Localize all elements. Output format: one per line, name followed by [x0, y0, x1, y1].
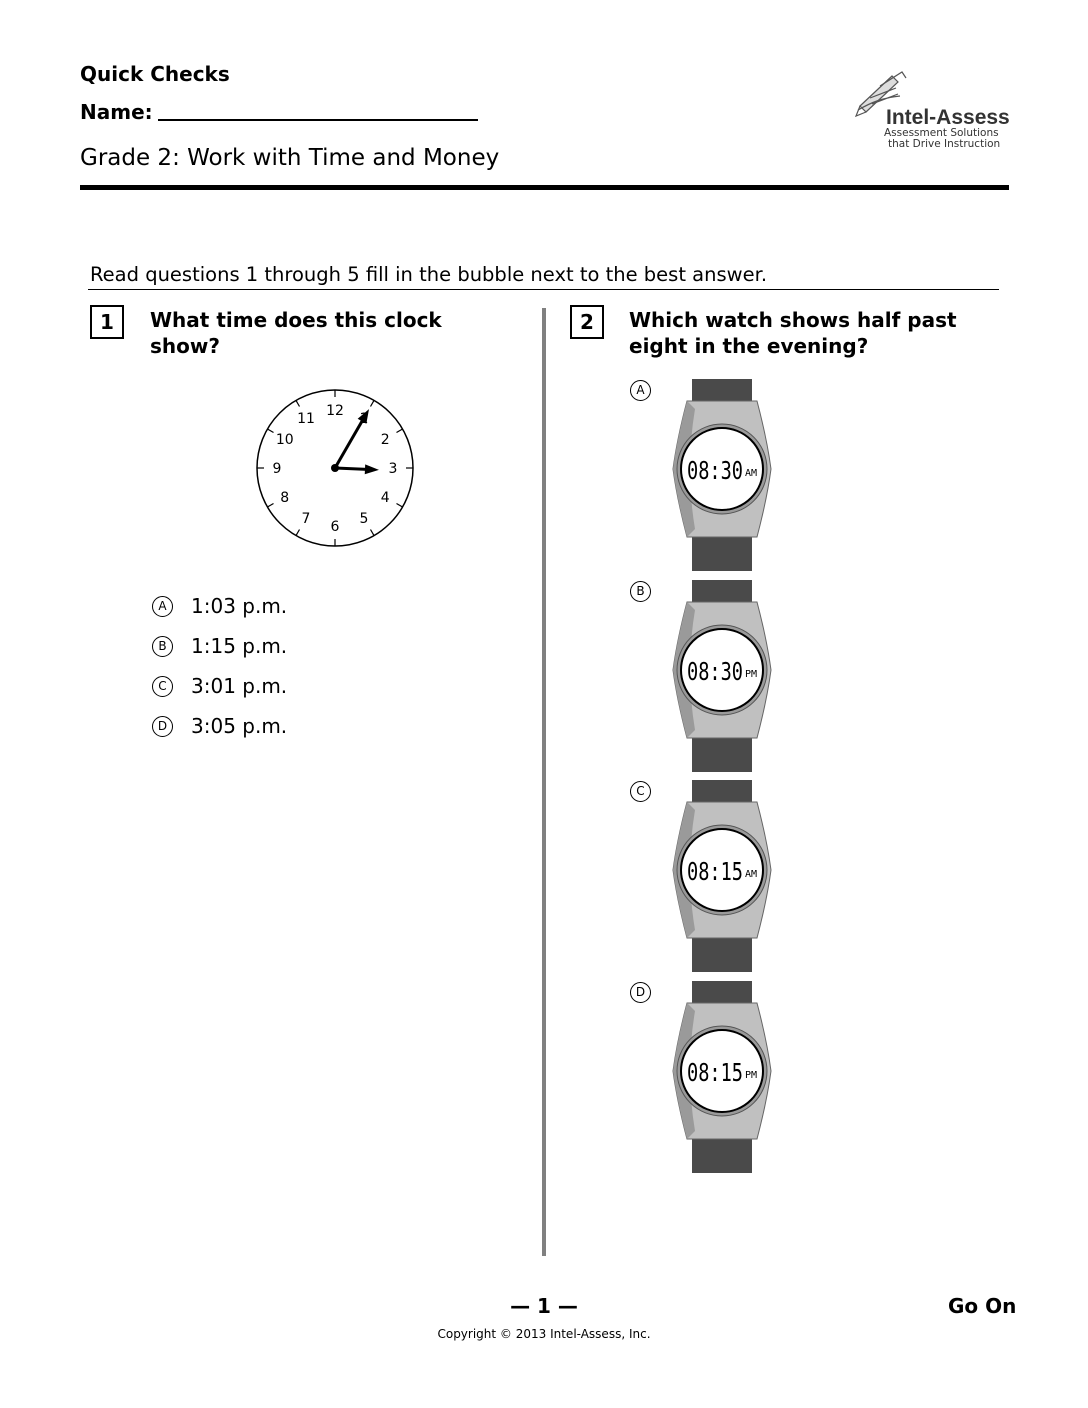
clock-tick: [396, 502, 403, 508]
clock-number: 4: [381, 490, 390, 506]
header-rule: [80, 185, 1009, 190]
intel-assess-logo: Intel-Assess Assessment Solutions that D…: [852, 66, 1012, 150]
clock-number: 10: [276, 432, 294, 448]
clock-tick: [369, 400, 375, 407]
clock-tick: [295, 529, 301, 536]
q1-option-c-text: 3:01 p.m.: [191, 674, 288, 698]
go-on-label: Go On: [948, 1294, 1017, 1318]
watch-time: 08:30: [687, 456, 743, 485]
copyright: Copyright © 2013 Intel-Assess, Inc.: [437, 1327, 651, 1341]
name-label: Name:: [80, 100, 153, 124]
clock-icon: 121234567891011: [256, 389, 414, 547]
q1-option-b-text: 1:15 p.m.: [191, 634, 288, 658]
instructions-rule: [88, 289, 999, 290]
column-divider: [542, 308, 546, 1256]
clock-number: 7: [302, 511, 311, 527]
q1-option-d-text: 3:05 p.m.: [191, 714, 288, 738]
pencil-logo-icon: Intel-Assess Assessment Solutions that D…: [854, 71, 1010, 150]
watch-time: 08:15: [687, 1058, 743, 1087]
q2-option-c-bubble[interactable]: C: [630, 781, 651, 802]
clock-tick: [396, 428, 403, 434]
clock-number: 3: [389, 461, 398, 477]
watch-period: AM: [745, 468, 757, 479]
clock-tick: [267, 428, 274, 434]
q2-option-b-bubble[interactable]: B: [630, 581, 651, 602]
watch-period: PM: [745, 1070, 757, 1081]
watch-time: 08:30: [687, 657, 743, 686]
svg-text:Intel-Assess: Intel-Assess: [886, 106, 1010, 129]
minute-hand-tip: [357, 409, 369, 424]
q1-option-c-bubble[interactable]: C: [152, 676, 173, 697]
hour-hand-tip: [364, 464, 379, 475]
analog-clock: 121234567891011: [252, 384, 418, 552]
q1-option-d-bubble[interactable]: D: [152, 716, 173, 737]
clock-tick: [295, 400, 301, 407]
instructions: Read questions 1 through 5 fill in the b…: [90, 263, 768, 286]
hour-hand: [334, 466, 368, 471]
watch-period: AM: [745, 869, 757, 880]
q2-option-a-bubble[interactable]: A: [630, 380, 651, 401]
page-title: Grade 2: Work with Time and Money: [80, 145, 500, 171]
question-1-number: 1: [90, 305, 124, 339]
watch-period: PM: [745, 669, 757, 680]
question-2-number: 2: [570, 305, 604, 339]
q1-option-a-text: 1:03 p.m.: [191, 594, 288, 618]
minute-hand: [333, 418, 365, 469]
question-2-text: Which watch shows half past eight in the…: [629, 308, 957, 358]
logo-tagline-2: that Drive Instruction: [888, 138, 1000, 150]
clock-number: 9: [273, 461, 282, 477]
clock-number: 5: [360, 511, 369, 527]
page-number: — 1 —: [510, 1294, 578, 1318]
logo-brand-1: Intel-: [886, 106, 936, 129]
clock-center: [331, 464, 339, 472]
logo-brand-2: Assess: [936, 106, 1010, 129]
clock-tick: [267, 502, 274, 508]
q1-option-a-bubble[interactable]: A: [152, 596, 173, 617]
q2-option-d-bubble[interactable]: D: [630, 982, 651, 1003]
clock-number: 11: [297, 411, 315, 427]
q1-option-b-bubble[interactable]: B: [152, 636, 173, 657]
clock-number: 8: [280, 490, 289, 506]
clock-tick: [369, 529, 375, 536]
watch-time: 08:15: [687, 857, 743, 886]
clock-number: 6: [331, 519, 340, 535]
clock-number: 12: [326, 403, 344, 419]
question-1-text: What time does this clock show?: [150, 308, 442, 358]
quick-checks-label: Quick Checks: [80, 62, 230, 86]
name-line[interactable]: [158, 119, 478, 121]
logo-tagline-1: Assessment Solutions: [884, 127, 999, 139]
clock-number: 2: [381, 432, 390, 448]
